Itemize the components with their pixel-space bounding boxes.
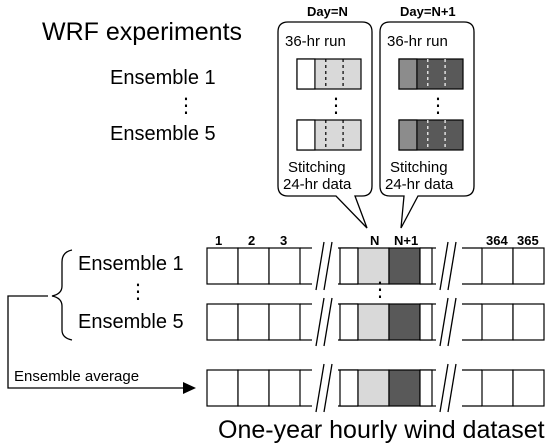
strip-column-ellipsis: ⋮ — [370, 279, 390, 301]
day-cell — [388, 369, 421, 407]
strip-ensemble-1-label: Ensemble 1 — [78, 253, 184, 275]
day-cell — [237, 303, 270, 341]
break-mark — [447, 241, 457, 291]
day-cell — [339, 247, 359, 285]
day-n-bubble: 36-hr run ⋮ Stitching 24-hr data — [277, 21, 373, 229]
day-cell — [512, 247, 545, 285]
strip-ensemble-5-label: Ensemble 5 — [78, 311, 184, 333]
ensemble-1-label: Ensemble 1 — [110, 67, 216, 89]
day-cell — [481, 369, 514, 407]
day-cell — [481, 247, 514, 285]
break-mark — [447, 297, 457, 347]
day-cell — [388, 303, 421, 341]
break-mark — [315, 241, 325, 291]
spinup-segment — [296, 58, 316, 90]
day-label-n1: N+1 — [394, 233, 418, 248]
spinup-segment — [296, 119, 316, 151]
day-cell — [512, 369, 545, 407]
break-mark — [315, 363, 325, 413]
day-cell — [419, 303, 433, 341]
spinup-segment — [398, 58, 418, 90]
day-n-run-label: 36-hr run — [285, 33, 346, 50]
ensemble-ellipsis: ⋮ — [176, 95, 196, 117]
day-n-header: Day=N — [307, 4, 348, 19]
ensemble-average-connector — [7, 295, 186, 389]
day-label-1: 1 — [215, 233, 222, 248]
day-cell — [206, 247, 239, 285]
day-cell — [357, 303, 390, 341]
day-cell — [512, 303, 545, 341]
day-cell — [237, 369, 270, 407]
day-cell — [388, 247, 421, 285]
daily-strip — [206, 241, 545, 291]
day-n1-run-label: 36-hr run — [387, 33, 448, 50]
day-label-364: 364 — [486, 233, 508, 248]
day-n1-header: Day=N+1 — [400, 4, 456, 19]
break-mark — [439, 297, 449, 347]
day-cell — [268, 247, 301, 285]
day-n-stitching-line2: 24-hr data — [283, 176, 352, 193]
daily-strip — [206, 363, 545, 413]
ensemble-average-label: Ensemble average — [14, 368, 139, 385]
day-n1-stitching-line2: 24-hr data — [385, 176, 454, 193]
day-cell — [419, 369, 433, 407]
day-label-n: N — [370, 233, 379, 248]
day-n1-ensemble-ellipsis: ⋮ — [428, 95, 448, 117]
break-mark — [323, 241, 333, 291]
spinup-segment — [398, 119, 418, 151]
break-mark — [439, 241, 449, 291]
day-cell — [357, 247, 390, 285]
day-label-2: 2 — [248, 233, 255, 248]
diagram-title: WRF experiments — [42, 18, 242, 46]
day-cell — [206, 303, 239, 341]
day-cell — [268, 369, 301, 407]
day-cell — [339, 303, 359, 341]
strip-ensemble-ellipsis: ⋮ — [128, 281, 148, 303]
break-mark — [447, 363, 457, 413]
break-mark — [323, 363, 333, 413]
break-mark — [315, 297, 325, 347]
day-cell — [419, 247, 433, 285]
day-cell — [357, 369, 390, 407]
day-cell — [339, 369, 359, 407]
day-cell — [206, 369, 239, 407]
ensemble-brace — [51, 249, 73, 341]
day-cell — [268, 303, 301, 341]
day-n1-bubble: 36-hr run ⋮ Stitching 24-hr data — [379, 21, 475, 229]
ensemble-5-label: Ensemble 5 — [110, 123, 216, 145]
ensemble-average-arrowhead — [183, 382, 196, 394]
day-n-ensemble-ellipsis: ⋮ — [326, 95, 346, 117]
day-label-3: 3 — [280, 233, 287, 248]
daily-strips — [206, 241, 545, 413]
day-cell — [237, 247, 270, 285]
break-mark — [323, 297, 333, 347]
day-label-365: 365 — [517, 233, 539, 248]
dataset-caption: One-year hourly wind dataset — [218, 416, 545, 444]
day-cell — [481, 303, 514, 341]
day-n-stitching-line1: Stitching — [288, 159, 346, 176]
day-n1-stitching-line1: Stitching — [390, 159, 448, 176]
break-mark — [439, 363, 449, 413]
daily-strip — [206, 297, 545, 347]
